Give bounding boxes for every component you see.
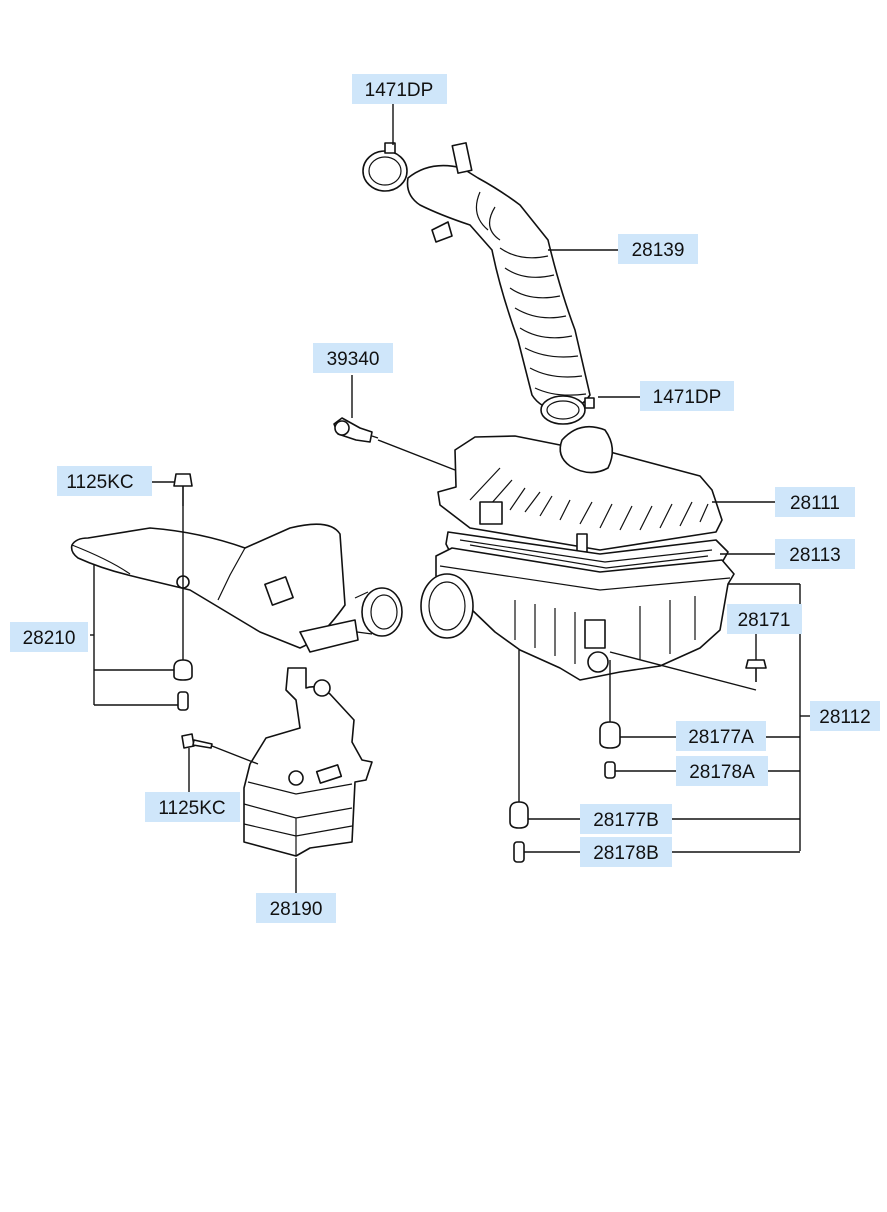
callout-text: 28178A	[689, 762, 755, 783]
duct-bolt	[173, 473, 193, 506]
callout-text: 28139	[632, 240, 685, 261]
callout-1471dp-lower: 1471DP	[640, 381, 734, 411]
insulator-b	[509, 801, 529, 829]
callout-text: 1125KC	[158, 798, 225, 819]
callout-28178b: 28178B	[580, 837, 672, 867]
callout-text: 28177A	[688, 727, 754, 748]
callout-28177a: 28177A	[676, 721, 766, 751]
insulator-a	[599, 721, 621, 749]
callout-28210: 28210	[10, 622, 88, 652]
callout-text: 1471DP	[365, 80, 434, 101]
intake-air-sensor	[333, 417, 379, 443]
callout-28171: 28171	[727, 604, 802, 634]
duct-collar	[177, 691, 189, 711]
callout-text: 28111	[790, 493, 840, 514]
callout-28177b: 28177B	[580, 804, 672, 834]
callout-28190: 28190	[256, 893, 336, 923]
callout-1125kc-resonator: 1125KC	[145, 792, 240, 822]
callout-text: 28177B	[593, 810, 659, 831]
callout-text: 28178B	[593, 843, 659, 864]
callout-text: 1125KC	[66, 472, 133, 493]
duct-grommet	[173, 659, 193, 681]
callout-28112: 28112	[810, 701, 880, 731]
callout-28113: 28113	[775, 539, 855, 569]
callout-text: 39340	[327, 349, 380, 370]
air-cleaner-body	[420, 547, 735, 681]
air-duct	[70, 523, 403, 653]
callout-text: 28113	[789, 545, 840, 566]
collar-b	[513, 841, 525, 863]
resonator	[243, 667, 373, 857]
callout-text: 28112	[819, 707, 870, 728]
lower-hose-clamp	[540, 395, 595, 425]
callout-39340: 39340	[313, 343, 393, 373]
screw	[745, 659, 767, 682]
intake-hose	[406, 142, 591, 413]
callout-text: 28210	[23, 628, 76, 649]
callout-28178a: 28178A	[676, 756, 768, 786]
callout-text: 28171	[738, 610, 791, 631]
callout-text: 28190	[270, 899, 323, 920]
callout-text: 1471DP	[653, 387, 722, 408]
callout-1125kc-duct: 1125KC	[57, 466, 152, 496]
collar-a	[604, 761, 616, 779]
callout-28139: 28139	[618, 234, 698, 264]
callout-28111: 28111	[775, 487, 855, 517]
air-cleaner-cover	[437, 425, 723, 553]
resonator-bolt	[181, 733, 213, 749]
upper-hose-clamp	[362, 142, 408, 192]
callout-1471dp-upper: 1471DP	[352, 74, 447, 104]
